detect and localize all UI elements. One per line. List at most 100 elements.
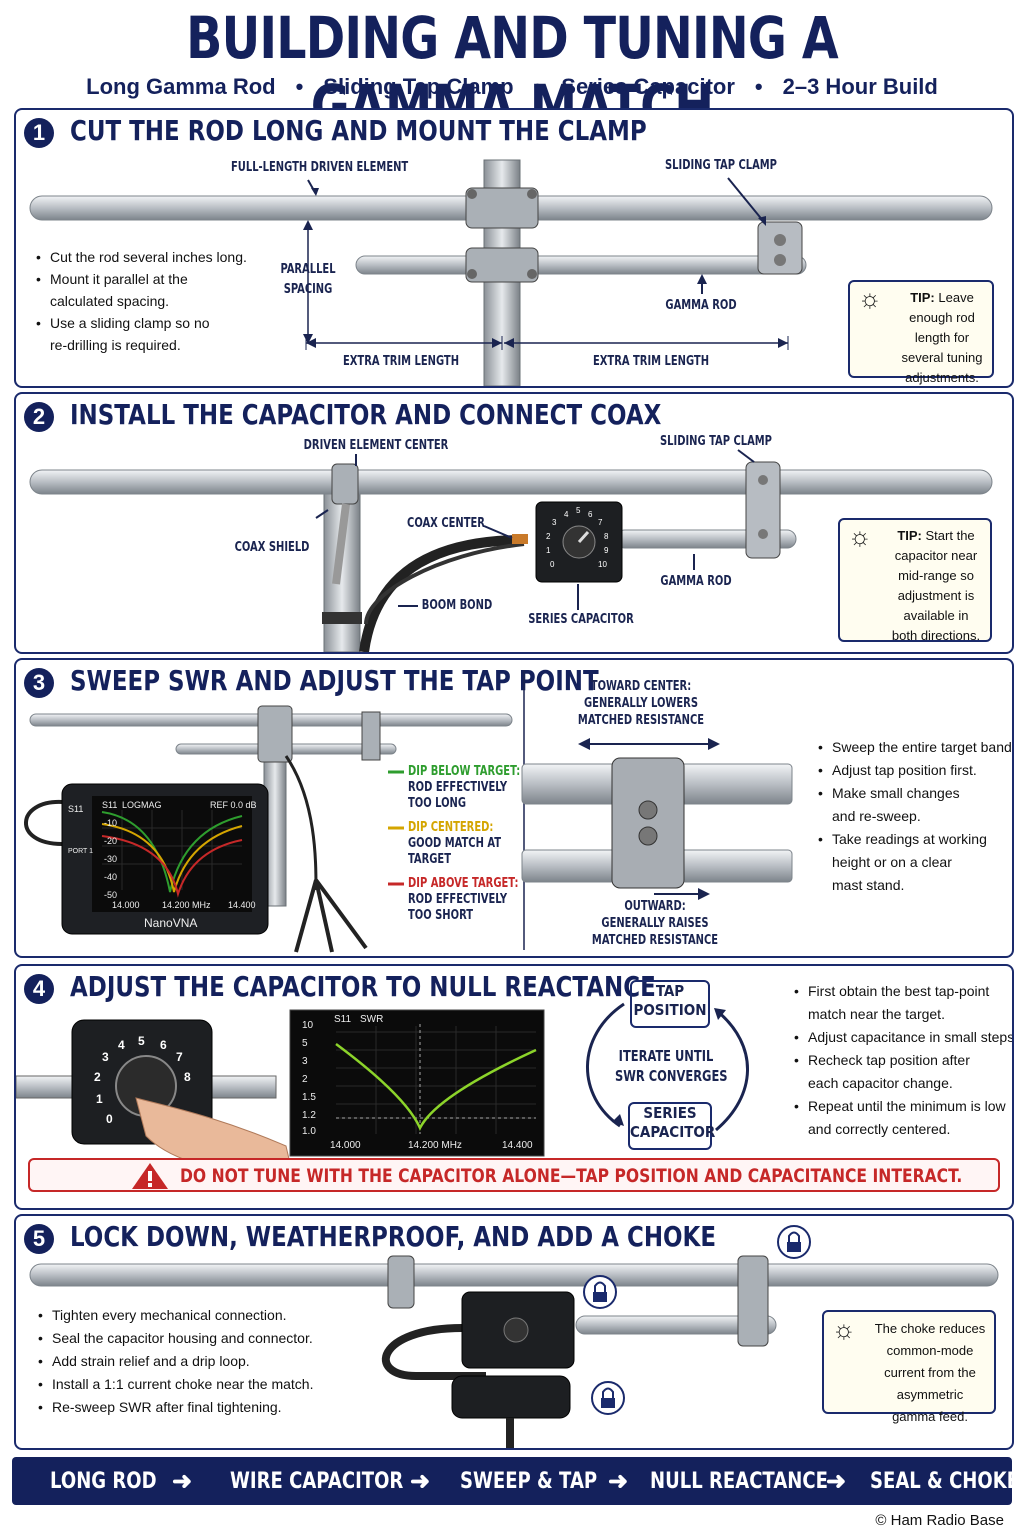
dial-tick: 0 (106, 1112, 113, 1126)
legend-title: DIP BELOW TARGET: (408, 764, 521, 779)
lightbulb-icon: ☼ (832, 1314, 856, 1344)
label-trim-length: EXTRA TRIM LENGTH (592, 354, 710, 369)
step-5-bullets: Tighten every mechanical connection. Sea… (36, 1304, 392, 1419)
gamma-rod (211, 1075, 277, 1099)
bullet: Sweep the entire target band. (818, 736, 1012, 759)
swr-trace (335, 1042, 537, 1131)
process-footer: LONG ROD ➜ WIRE CAPACITOR ➜ SWEEP & TAP … (12, 1457, 1019, 1505)
y-tick: -20 (104, 836, 118, 846)
footer-step: WIRE CAPACITOR (230, 1469, 404, 1494)
tap-clamp (361, 711, 381, 761)
label-gamma-rod: GAMMA ROD (665, 298, 737, 313)
vna-side-label: S11 (68, 804, 84, 814)
separator: • (295, 74, 304, 99)
dial-tick: 6 (160, 1038, 167, 1052)
x-tick: 14.400 (502, 1140, 533, 1151)
capacitor-dial: 0 1 2 3 4 5 6 7 8 (72, 1020, 212, 1144)
dial-tick: 3 (552, 518, 557, 527)
cycle-arrow-right (715, 1008, 749, 1132)
vna-mode: LOGMAG (122, 800, 162, 810)
legend-title: DIP ABOVE TARGET: (408, 876, 519, 891)
footer-step: SEAL & CHOKE (870, 1469, 1020, 1494)
step-title: LOCK DOWN, WEATHERPROOF, AND ADD A CHOKE (70, 1220, 717, 1253)
label-line: GENERALLY RAISES (601, 916, 709, 931)
label-driven-element: FULL-LENGTH DRIVEN ELEMENT (231, 160, 409, 175)
center-clamp (257, 705, 293, 763)
sliding-tap-clamp (757, 221, 803, 275)
dial-tick: 7 (598, 518, 603, 527)
bullet-continued: match near the target. (808, 1006, 945, 1022)
subtitle-item: 2–3 Hour Build (782, 74, 938, 99)
label-gamma-rod: GAMMA ROD (660, 574, 732, 589)
dial-tick: 1 (546, 546, 551, 555)
bullet-continued: re-drilling is required. (50, 337, 181, 353)
swr-display (289, 1009, 545, 1157)
tripod-leg (314, 879, 334, 953)
x-tick: 14.200 MHz (162, 900, 211, 910)
gamma-rod (355, 255, 807, 275)
y-tick: 5 (302, 1038, 308, 1049)
label-line: TAP (655, 982, 685, 1000)
step-number: 4 (24, 974, 54, 1004)
label-line: ITERATE UNTIL (618, 1047, 714, 1065)
step-title: CUT THE ROD LONG AND MOUNT THE CLAMP (70, 114, 647, 147)
label-line: CAPACITOR (630, 1123, 716, 1141)
center-clamp (465, 187, 539, 229)
label-tap-clamp: SLIDING TAP CLAMP (660, 434, 772, 449)
step-2-panel: 2 INSTALL THE CAPACITOR AND CONNECT COAX… (14, 392, 1014, 654)
swr-mode: SWR (360, 1014, 384, 1025)
gamma-rod (575, 1315, 777, 1335)
step-4-diagram (16, 1002, 749, 1174)
footer-step: NULL REACTANCE (650, 1469, 828, 1494)
tap-clamp (737, 1255, 769, 1347)
y-tick: -50 (104, 890, 118, 900)
gamma-support-clamp (465, 247, 539, 283)
label-line: OUTWARD: (624, 899, 686, 914)
center-clamp (331, 463, 359, 505)
tip-label: TIP: (897, 528, 922, 543)
step-3-panel: 3 SWEEP SWR AND ADJUST THE TAP POINT (14, 658, 1014, 958)
y-tick: -40 (104, 872, 118, 882)
step-title: SWEEP SWR AND ADJUST THE TAP POINT (70, 664, 599, 697)
step-4-bullets: First obtain the best tap-point match ne… (792, 980, 1012, 1141)
step-5-panel: 5 LOCK DOWN, WEATHERPROOF, AND ADD A CHO… (14, 1214, 1014, 1450)
trace-above (101, 835, 243, 898)
lightbulb-icon: ☼ (858, 283, 882, 313)
bullet: Use a sliding clamp so no (36, 312, 280, 334)
tripod-leg (294, 879, 318, 953)
dial-tick: 8 (604, 532, 609, 541)
y-tick: -30 (104, 854, 118, 864)
tip-text: The choke reduces common-mode current fr… (874, 1321, 986, 1424)
tip-label: TIP: (910, 290, 935, 305)
y-tick: -10 (104, 818, 118, 828)
driven-element (29, 1263, 999, 1287)
step-title: INSTALL THE CAPACITOR AND CONNECT COAX (70, 398, 662, 431)
separator: • (754, 74, 763, 99)
bullet: Mount it parallel at the (36, 268, 280, 290)
warning-text: DO NOT TUNE WITH THE CAPACITOR ALONE—TAP… (180, 1165, 963, 1187)
footer-step: SWEEP & TAP (460, 1469, 598, 1494)
shield-strap (332, 503, 350, 585)
swr-grid (336, 1026, 536, 1134)
footer-step: LONG ROD (50, 1469, 157, 1494)
label-line: MATCHED RESISTANCE (577, 713, 705, 728)
arrow-right-icon: ➜ (826, 1468, 847, 1495)
dial-tick: 10 (598, 560, 607, 569)
dial-tick: 2 (546, 532, 551, 541)
step-number: 1 (24, 118, 54, 148)
dial-tick: 6 (588, 510, 593, 519)
bullet-continued: and correctly centered. (808, 1121, 951, 1137)
legend-line: ROD EFFECTIVELY (408, 780, 508, 795)
step-number: 2 (24, 402, 54, 432)
bullet: Re-sweep SWR after final tightening. (38, 1396, 392, 1419)
arrow-right-icon: ➜ (172, 1468, 193, 1495)
step-number: 3 (24, 668, 54, 698)
label-line: PARALLEL (280, 262, 336, 277)
bullet-continued: mast stand. (832, 877, 905, 893)
label-line: POSITION (633, 1001, 707, 1019)
page-title: BUILDING AND TUNING A GAMMA MATCH (186, 4, 838, 140)
bullet: Tighten every mechanical connection. (38, 1304, 392, 1327)
